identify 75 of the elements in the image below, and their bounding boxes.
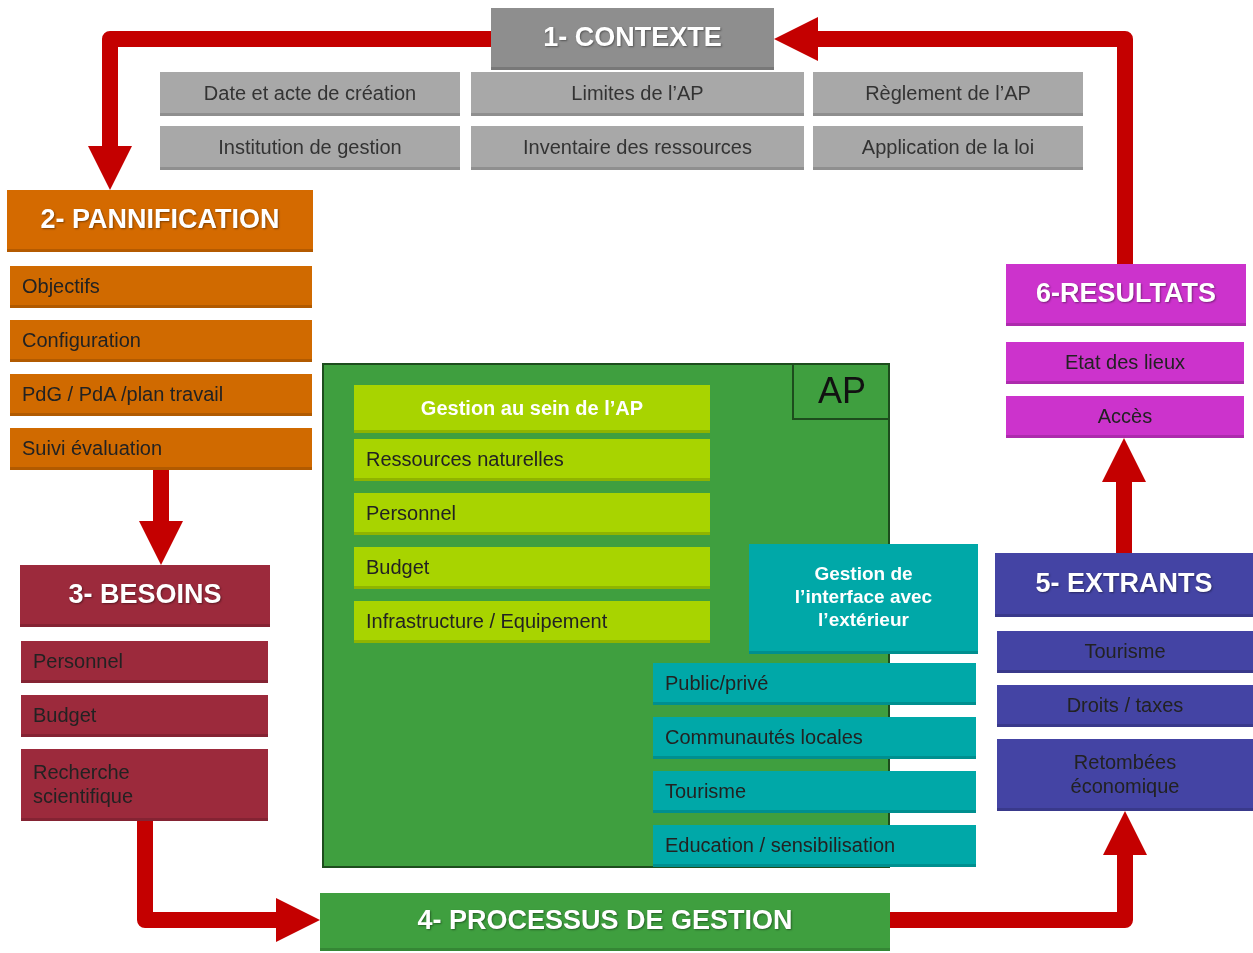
- section-header: [320, 893, 890, 951]
- item-box: [10, 266, 312, 308]
- arrow: [1102, 438, 1146, 553]
- box-label: Infrastructure / Equipement: [365, 608, 609, 633]
- item-box: [653, 717, 976, 759]
- item-box: [354, 493, 710, 535]
- box-label: Etat des lieux: [1063, 349, 1187, 374]
- box-label: Objectifs: [21, 273, 101, 298]
- box-label: Retombées économique: [1069, 749, 1181, 798]
- box-label: Institution de gestion: [217, 134, 403, 159]
- item-box: [354, 385, 710, 433]
- item-box: [997, 739, 1253, 811]
- box-label: Public/privé: [664, 670, 770, 695]
- section-title: 3- BESOINS: [67, 578, 223, 611]
- box-label: Règlement de l’AP: [864, 80, 1032, 105]
- item-box: [10, 374, 312, 416]
- arrow: [137, 821, 320, 942]
- item-box: [160, 126, 460, 170]
- item-box: [653, 771, 976, 813]
- box-label: Accès: [1096, 403, 1154, 428]
- item-box: [653, 663, 976, 705]
- section-header: [1006, 264, 1246, 326]
- box-label: Personnel: [32, 648, 125, 673]
- box-label: Date et acte de création: [202, 80, 418, 105]
- box-label: Ressources naturelles: [365, 446, 565, 471]
- box-label: Droits / taxes: [1065, 692, 1185, 717]
- item-box: [21, 695, 268, 737]
- item-box: [21, 749, 268, 821]
- section-header: [20, 565, 270, 627]
- box-label: Communautés locales: [664, 724, 864, 749]
- section-title: 6-RESULTATS: [1035, 277, 1217, 310]
- box-label: Gestion au sein de l’AP: [419, 395, 645, 420]
- box-label: Suivi évaluation: [21, 435, 164, 460]
- box-label: Application de la loi: [860, 134, 1036, 159]
- box-label: Inventaire des ressources: [522, 134, 753, 159]
- section-header: [491, 8, 774, 70]
- box-label: Tourisme: [664, 778, 748, 803]
- item-box: [1006, 396, 1244, 438]
- box-label: Personnel: [365, 500, 458, 525]
- item-box: [749, 544, 978, 654]
- box-label: Gestion de l’interface avec l’extérieur: [793, 563, 934, 632]
- arrow: [139, 470, 183, 565]
- box-label: Budget: [32, 702, 98, 727]
- arrow: [774, 17, 1133, 264]
- item-box: [653, 825, 976, 867]
- box-label: Recherche scientifique: [32, 759, 135, 808]
- item-box: [471, 126, 804, 170]
- item-box: [354, 601, 710, 643]
- section-title: 1- CONTEXTE: [542, 21, 723, 54]
- box-label: Tourisme: [1083, 638, 1167, 663]
- item-box: [813, 126, 1083, 170]
- group-title: AP: [791, 363, 890, 421]
- section-title: 2- PANNIFICATION: [39, 203, 281, 236]
- item-box: [997, 685, 1253, 727]
- box-label: Education / sensibilisation: [664, 832, 897, 857]
- item-box: [997, 631, 1253, 673]
- box-label: Configuration: [21, 327, 142, 352]
- arrow: [88, 31, 491, 190]
- section-title: 5- EXTRANTS: [1034, 567, 1214, 600]
- item-box: [813, 72, 1083, 116]
- arrow: [890, 811, 1147, 928]
- item-box: [10, 320, 312, 362]
- item-box: [471, 72, 804, 116]
- box-label: Limites de l’AP: [570, 80, 705, 105]
- section-header: [7, 190, 313, 252]
- item-box: [1006, 342, 1244, 384]
- section-title: 4- PROCESSUS DE GESTION: [416, 904, 794, 937]
- box-label: PdG / PdA /plan travail: [21, 381, 225, 406]
- item-box: [354, 439, 710, 481]
- item-box: [160, 72, 460, 116]
- section-header: [995, 553, 1253, 617]
- item-box: [21, 641, 268, 683]
- box-label: Budget: [365, 554, 431, 579]
- item-box: [354, 547, 710, 589]
- item-box: [10, 428, 312, 470]
